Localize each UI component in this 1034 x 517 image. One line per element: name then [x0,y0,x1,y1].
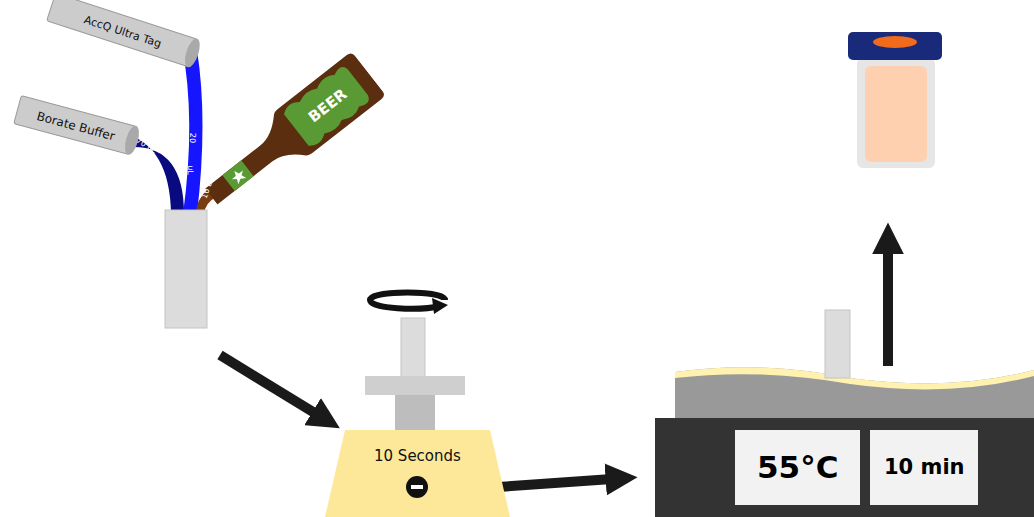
heater-tube [825,310,850,378]
reagent-tube: AccQ Ultra Tag [46,0,198,67]
tag-stream [182,46,203,214]
node-text: 10 Seconds [374,449,461,464]
body-label [282,63,373,149]
sample-liquid [865,66,927,162]
node-text: 55°C [757,452,838,483]
volume-label: 70 uL [135,137,158,156]
tube-opening [182,37,203,69]
vortex-column [395,395,435,431]
node-text: AccQ Ultra Tag [83,14,163,49]
flow-arrow [883,248,893,366]
beer-bottle: BEER [193,50,388,220]
reagent-tube: Borate Buffer [13,95,137,155]
heater-block [675,367,1034,418]
heater-base [655,418,1034,517]
volume-label: uL [186,165,194,175]
node-text: 10 min [884,457,965,478]
mixer-button [406,476,428,498]
bottle-body [194,51,386,218]
button-minus [411,485,423,489]
vortex-mixer: 10 Seconds [325,430,510,517]
sample-vial [857,58,935,168]
swirl-head [432,298,448,314]
label-star [229,167,248,186]
vortex-cup [365,376,465,395]
node-text: Borate Buffer [36,110,117,142]
mixer-base [325,430,510,517]
heater-bath-surface [675,367,1034,389]
time-display: 10 min [870,430,978,505]
bottle-shape [193,50,388,220]
vial-cap [848,32,942,60]
cap-septum [873,36,917,48]
flow-arrow [220,355,318,415]
volume-label: 20 [188,133,196,143]
vortex-tube [401,318,425,380]
temperature-display: 55°C [735,430,860,505]
neck-label [222,160,253,191]
mixer-housing [325,430,510,517]
flow-arrow [498,479,612,487]
mixing-vial [165,210,207,328]
